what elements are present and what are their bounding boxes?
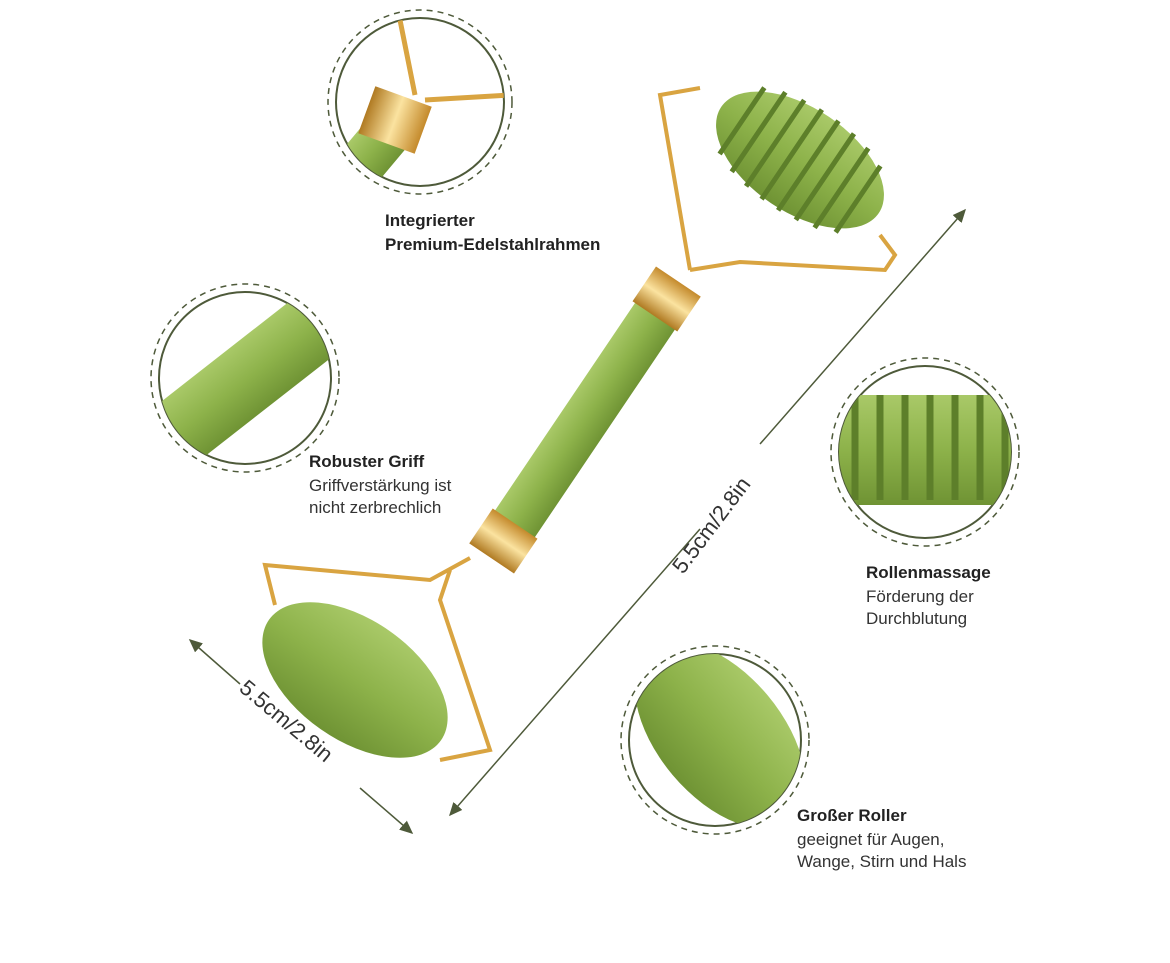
feature-handle-line: nicht zerbrechlich bbox=[309, 498, 442, 517]
feature-massage-title: Rollenmassage bbox=[866, 563, 991, 582]
detail-circle-large-roller bbox=[620, 645, 810, 835]
feature-roller-label: Großer Roller geeignet für Augen, Wange,… bbox=[797, 805, 966, 873]
detail-circle-spikes bbox=[830, 357, 1020, 547]
top-ferrule bbox=[632, 266, 701, 332]
detail-circle-frame bbox=[327, 9, 513, 195]
feature-handle-title: Robuster Griff bbox=[309, 452, 425, 471]
feature-roller-line: Wange, Stirn und Hals bbox=[797, 852, 967, 871]
feature-handle-line: Griffverstärkung ist bbox=[309, 476, 452, 495]
feature-roller-title: Großer Roller bbox=[797, 806, 907, 825]
bottom-ferrule bbox=[469, 508, 538, 574]
jade-handle bbox=[469, 266, 701, 574]
feature-frame-title: Integrierter bbox=[385, 211, 475, 230]
length-dimension-label: 5.5cm/2.8in bbox=[667, 472, 755, 578]
feature-massage-label: Rollenmassage Förderung der Durchblutung bbox=[866, 562, 991, 630]
gold-frame bbox=[262, 86, 898, 762]
feature-roller-line: geeignet für Augen, bbox=[797, 830, 945, 849]
feature-handle-label: Robuster Griff Griffverstärkung ist nich… bbox=[309, 451, 451, 519]
feature-frame-label: Integrierter Premium-Edelstahlrahmen bbox=[385, 210, 600, 258]
small-spiked-roller bbox=[716, 86, 884, 234]
feature-massage-line: Durchblutung bbox=[866, 609, 968, 628]
feature-massage-line: Förderung der bbox=[866, 587, 974, 606]
large-roller bbox=[262, 602, 448, 758]
feature-frame-subtitle: Premium-Edelstahlrahmen bbox=[385, 235, 601, 254]
